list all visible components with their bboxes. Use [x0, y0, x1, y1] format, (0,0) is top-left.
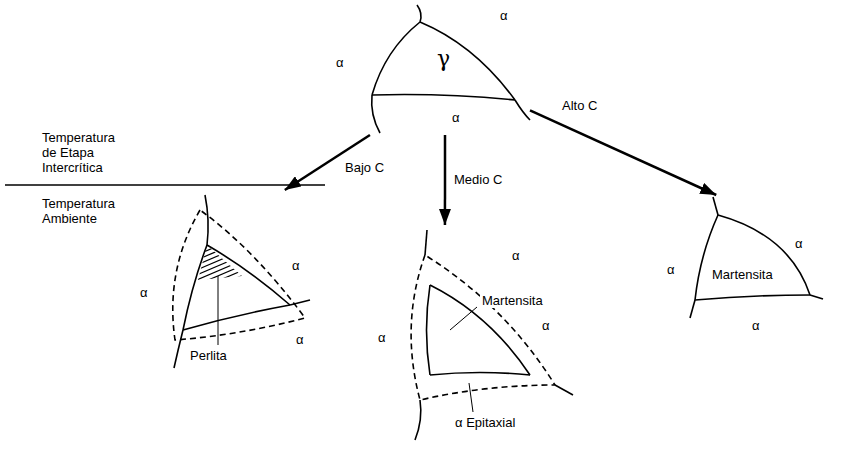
phase-label: α Epitaxial [455, 415, 515, 430]
carbon-content-label: Alto C [560, 98, 599, 113]
grain-boundary [417, 5, 421, 22]
grain-boundary [690, 300, 695, 318]
phase-symbol: α [752, 318, 760, 333]
lamella [185, 280, 255, 310]
grain-boundary [430, 373, 530, 376]
phase-label: Perlita [190, 348, 227, 363]
leader-line [450, 307, 477, 330]
grain-boundary [425, 230, 427, 255]
lamella [185, 285, 255, 315]
temperature-divider [5, 184, 325, 186]
phase-symbol: α [500, 8, 508, 23]
pearlite-grain: Perlita [170, 190, 310, 370]
leader-line [218, 276, 219, 345]
grain-boundary [183, 305, 290, 330]
phase-symbol: α [542, 318, 550, 333]
grain-boundary [372, 95, 515, 100]
grain-boundary [810, 295, 823, 299]
phase-symbol: α [140, 285, 148, 300]
grain-boundary [695, 295, 810, 300]
martensite-grain: Martensita [680, 195, 825, 320]
phase-symbol: α [452, 110, 460, 125]
temperature-label: Temperatura Ambiente [42, 196, 130, 226]
phase-symbol: α [296, 332, 304, 347]
temperature-label: Temperatura de Etapa Intercrítica [42, 130, 130, 175]
lamella [185, 260, 255, 290]
phase-symbol: α [336, 55, 344, 70]
grain-boundary [372, 22, 420, 95]
grain-boundary [713, 197, 718, 215]
martensite-grain: Martensita α Epitaxial [405, 225, 575, 450]
former-grain-boundary [411, 255, 555, 400]
grain-boundary [290, 300, 310, 305]
phase-label: Martensita [712, 267, 773, 282]
grain-boundary [427, 285, 431, 375]
grain-boundary [205, 195, 208, 245]
grain-outline [680, 195, 825, 320]
grain-boundary [555, 385, 573, 395]
austenite-grain: γ [365, 5, 530, 135]
transformation-arrow [444, 135, 447, 225]
phase-symbol: α [378, 330, 386, 345]
phase-symbol: α [667, 262, 675, 277]
phase-label: Martensita [480, 293, 545, 308]
phase-symbol: α [512, 248, 520, 263]
grain-boundary [718, 215, 810, 295]
grain-boundary [183, 245, 207, 330]
transformation-arrow [530, 110, 716, 195]
carbon-content-label: Medio C [452, 172, 504, 187]
grain-boundary [372, 95, 380, 133]
grain-boundary [420, 22, 515, 100]
phase-symbol: α [795, 236, 803, 251]
phase-symbol: α [292, 258, 300, 273]
lamella [185, 270, 255, 300]
grain-boundary [695, 215, 718, 300]
grain-boundary [415, 400, 421, 440]
former-grain-boundary [173, 210, 305, 340]
grain-boundary [515, 100, 530, 120]
grain-outline [170, 190, 310, 370]
grain-boundary [207, 245, 290, 305]
lamella [185, 220, 255, 250]
carbon-content-label: Bajo C [343, 160, 386, 175]
leader-line [469, 383, 473, 412]
grain-boundary [174, 330, 183, 368]
lamella [185, 230, 255, 260]
phase-symbol: γ [437, 47, 450, 71]
lamella [185, 225, 255, 255]
